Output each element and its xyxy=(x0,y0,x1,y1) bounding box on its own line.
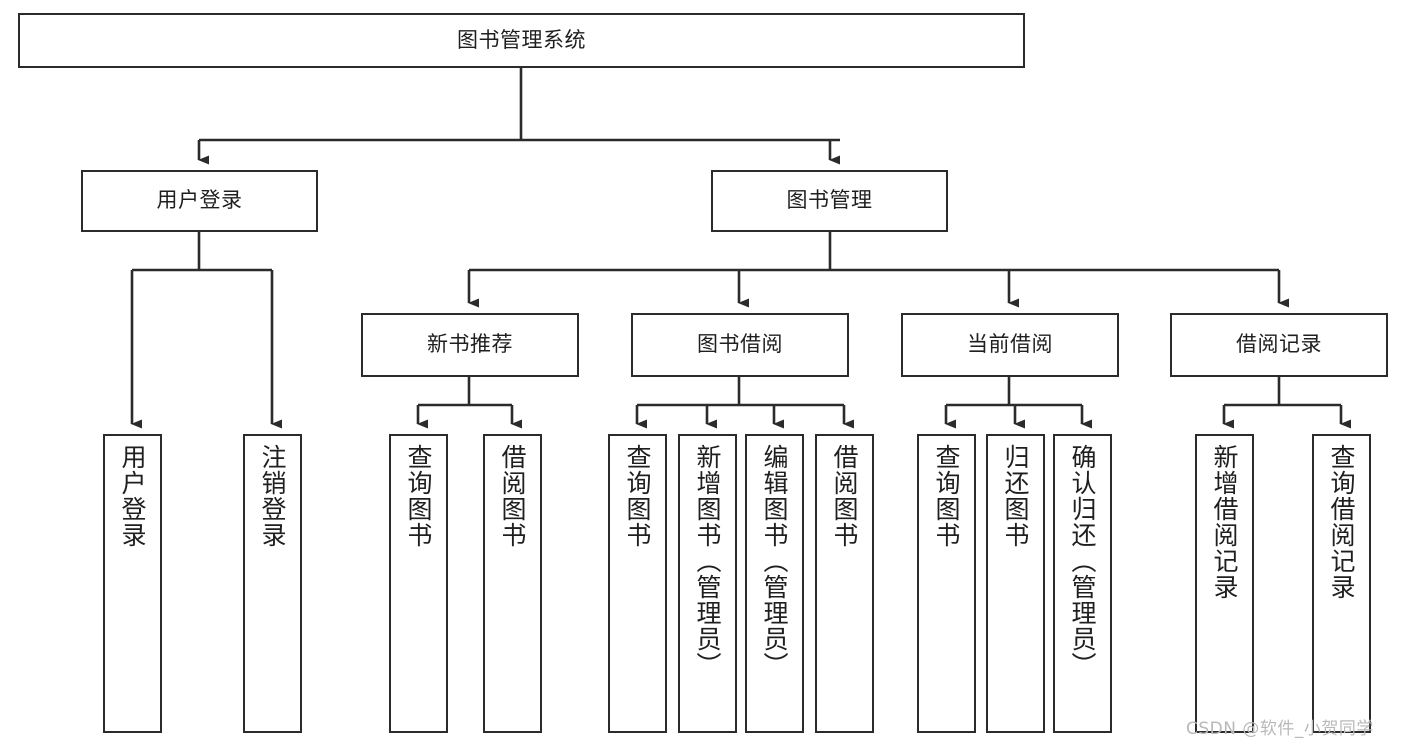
node-leaf-return-book-label: 归还图书 xyxy=(1001,444,1030,548)
node-leaf-query-book-3[interactable]: 查询图书 xyxy=(917,434,976,733)
node-borrow-record[interactable]: 借阅记录 xyxy=(1170,313,1388,377)
node-leaf-add-book-label: 新增图书（管理员） xyxy=(693,444,722,678)
node-new-book-recommend[interactable]: 新书推荐 xyxy=(361,313,579,377)
node-leaf-query-book-3-label: 查询图书 xyxy=(932,444,961,548)
node-book-manage[interactable]: 图书管理 xyxy=(711,170,948,232)
node-current-borrow[interactable]: 当前借阅 xyxy=(901,313,1119,377)
node-leaf-user-login[interactable]: 用户登录 xyxy=(103,434,162,733)
node-root-system[interactable]: 图书管理系统 xyxy=(18,13,1025,68)
node-leaf-edit-book[interactable]: 编辑图书（管理员） xyxy=(745,434,804,733)
node-user-login[interactable]: 用户登录 xyxy=(81,170,318,232)
node-leaf-query-borrow-record-label: 查询借阅记录 xyxy=(1327,444,1356,600)
node-leaf-logout-login[interactable]: 注销登录 xyxy=(243,434,302,733)
node-leaf-edit-book-label: 编辑图书（管理员） xyxy=(760,444,789,678)
node-book-borrow[interactable]: 图书借阅 xyxy=(631,313,849,377)
node-current-borrow-label: 当前借阅 xyxy=(967,332,1053,357)
node-book-borrow-label: 图书借阅 xyxy=(697,332,783,357)
csdn-watermark: CSDN @软件_小贺同学 xyxy=(1186,719,1374,739)
node-borrow-record-label: 借阅记录 xyxy=(1236,332,1322,357)
node-leaf-query-borrow-record[interactable]: 查询借阅记录 xyxy=(1312,434,1371,733)
node-leaf-add-borrow-record-label: 新增借阅记录 xyxy=(1210,444,1239,600)
node-book-manage-label: 图书管理 xyxy=(786,188,873,213)
node-leaf-query-book-1[interactable]: 查询图书 xyxy=(389,434,448,733)
node-leaf-query-book-2-label: 查询图书 xyxy=(623,444,652,548)
node-leaf-logout-login-label: 注销登录 xyxy=(258,444,287,548)
node-leaf-borrow-book-1[interactable]: 借阅图书 xyxy=(483,434,542,733)
node-leaf-query-book-2[interactable]: 查询图书 xyxy=(608,434,667,733)
node-leaf-add-borrow-record[interactable]: 新增借阅记录 xyxy=(1195,434,1254,733)
node-leaf-add-book[interactable]: 新增图书（管理员） xyxy=(678,434,737,733)
node-root-system-label: 图书管理系统 xyxy=(457,27,586,52)
node-leaf-query-book-1-label: 查询图书 xyxy=(404,444,433,548)
node-leaf-user-login-label: 用户登录 xyxy=(118,444,147,548)
node-leaf-confirm-return[interactable]: 确认归还（管理员） xyxy=(1053,434,1112,733)
node-leaf-borrow-book-2[interactable]: 借阅图书 xyxy=(815,434,874,733)
node-leaf-borrow-book-1-label: 借阅图书 xyxy=(498,444,527,548)
node-user-login-label: 用户登录 xyxy=(156,188,243,213)
node-leaf-return-book[interactable]: 归还图书 xyxy=(986,434,1045,733)
node-leaf-confirm-return-label: 确认归还（管理员） xyxy=(1068,444,1097,678)
node-leaf-borrow-book-2-label: 借阅图书 xyxy=(830,444,859,548)
node-new-book-recommend-label: 新书推荐 xyxy=(427,332,513,357)
